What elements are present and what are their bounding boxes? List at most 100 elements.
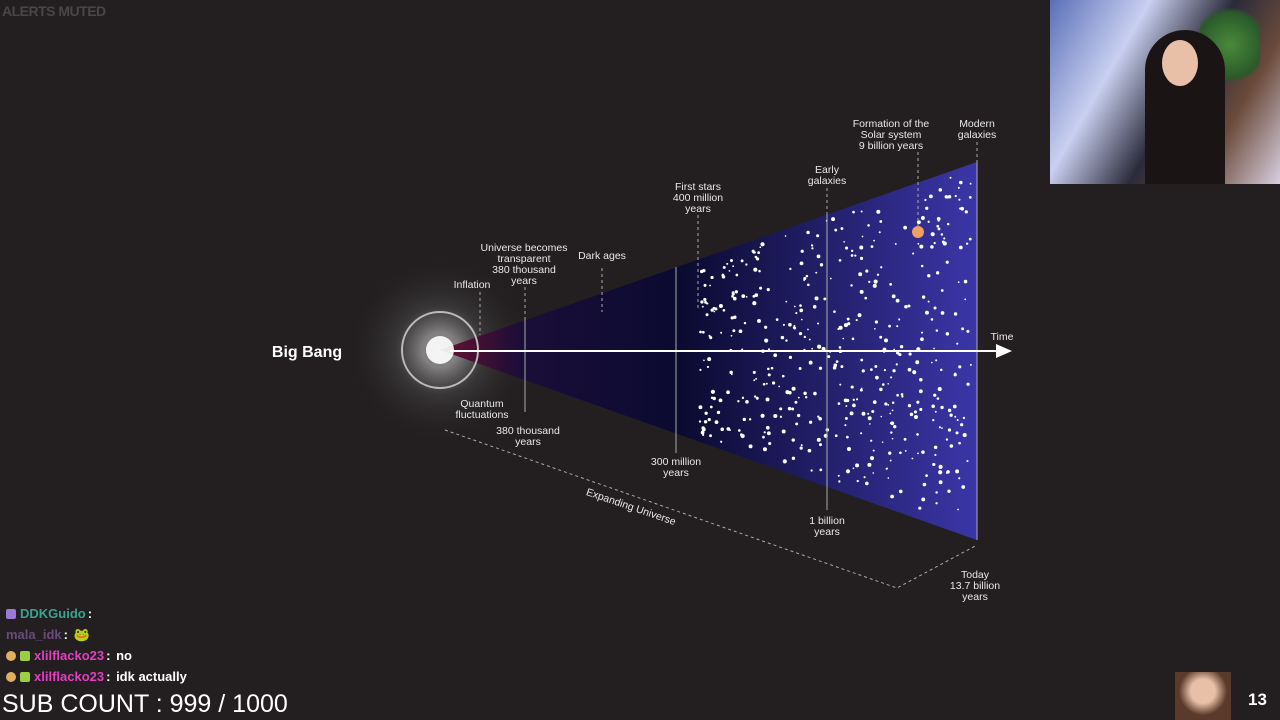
star xyxy=(845,469,851,474)
star xyxy=(745,400,749,404)
badge-icon xyxy=(6,671,16,682)
star xyxy=(934,453,937,457)
star xyxy=(860,432,863,435)
svg-text:400 million: 400 million xyxy=(673,192,723,204)
star xyxy=(892,369,896,373)
star xyxy=(850,385,854,389)
star xyxy=(945,438,949,441)
star xyxy=(798,367,802,370)
star xyxy=(817,415,820,418)
star xyxy=(775,318,779,321)
star xyxy=(855,318,858,322)
star xyxy=(916,433,919,436)
star xyxy=(792,326,795,329)
star xyxy=(933,393,937,397)
star xyxy=(944,195,948,199)
star xyxy=(741,396,745,400)
star xyxy=(770,366,774,370)
star xyxy=(949,176,952,179)
star xyxy=(817,344,822,349)
star xyxy=(745,263,748,266)
star xyxy=(899,344,904,349)
star xyxy=(814,296,819,301)
star xyxy=(881,441,884,443)
star xyxy=(831,217,836,222)
star xyxy=(935,502,938,505)
star xyxy=(874,365,878,368)
star xyxy=(953,373,957,377)
star xyxy=(955,469,960,474)
star xyxy=(702,268,706,273)
star xyxy=(933,306,937,310)
star xyxy=(870,245,874,249)
star xyxy=(918,389,923,394)
star xyxy=(699,330,702,334)
star xyxy=(860,358,864,362)
star xyxy=(891,409,894,412)
star xyxy=(861,411,866,416)
star xyxy=(870,439,873,442)
star xyxy=(808,338,811,341)
webcam-feed xyxy=(1050,0,1280,184)
leader-lines xyxy=(444,142,978,589)
star xyxy=(710,396,714,400)
viewer-avatar xyxy=(1175,672,1231,720)
star xyxy=(768,441,772,446)
star xyxy=(917,242,920,245)
star xyxy=(883,368,886,372)
star xyxy=(887,382,890,385)
star xyxy=(952,404,957,409)
star xyxy=(823,297,827,301)
svg-text:1 billion: 1 billion xyxy=(809,515,845,527)
star xyxy=(788,322,792,327)
star xyxy=(808,360,813,365)
svg-text:Universe becomes: Universe becomes xyxy=(481,242,568,254)
star xyxy=(773,353,778,358)
star xyxy=(938,464,943,469)
star xyxy=(887,404,890,406)
star xyxy=(755,396,759,400)
chat-message: xlilflacko23: no xyxy=(6,645,187,666)
star xyxy=(718,398,723,403)
star xyxy=(803,335,807,339)
star xyxy=(716,410,721,415)
star xyxy=(918,506,922,510)
star xyxy=(935,491,938,494)
star xyxy=(718,304,723,309)
star xyxy=(766,431,771,436)
star xyxy=(885,467,888,470)
star xyxy=(729,370,733,375)
star xyxy=(933,241,936,245)
chat-username: xlilflacko23 xyxy=(34,648,105,663)
star xyxy=(921,497,926,502)
star xyxy=(919,407,923,411)
star xyxy=(931,404,935,409)
star xyxy=(754,293,759,297)
star xyxy=(737,429,741,432)
star xyxy=(859,289,864,294)
star xyxy=(880,415,883,418)
star xyxy=(861,369,865,373)
star xyxy=(887,477,890,479)
star xyxy=(800,249,804,253)
star xyxy=(872,472,875,474)
star xyxy=(752,295,756,298)
star xyxy=(702,433,705,437)
star xyxy=(875,375,879,380)
star xyxy=(698,420,702,423)
star xyxy=(840,365,844,369)
star xyxy=(958,245,963,250)
star xyxy=(807,448,812,453)
star xyxy=(701,305,704,308)
star xyxy=(903,437,907,441)
star xyxy=(726,262,729,265)
star xyxy=(930,318,934,321)
star xyxy=(784,235,787,237)
star xyxy=(868,280,871,283)
star xyxy=(904,450,907,452)
star xyxy=(969,363,972,366)
star xyxy=(933,445,938,450)
star xyxy=(867,462,872,467)
star xyxy=(754,255,758,259)
